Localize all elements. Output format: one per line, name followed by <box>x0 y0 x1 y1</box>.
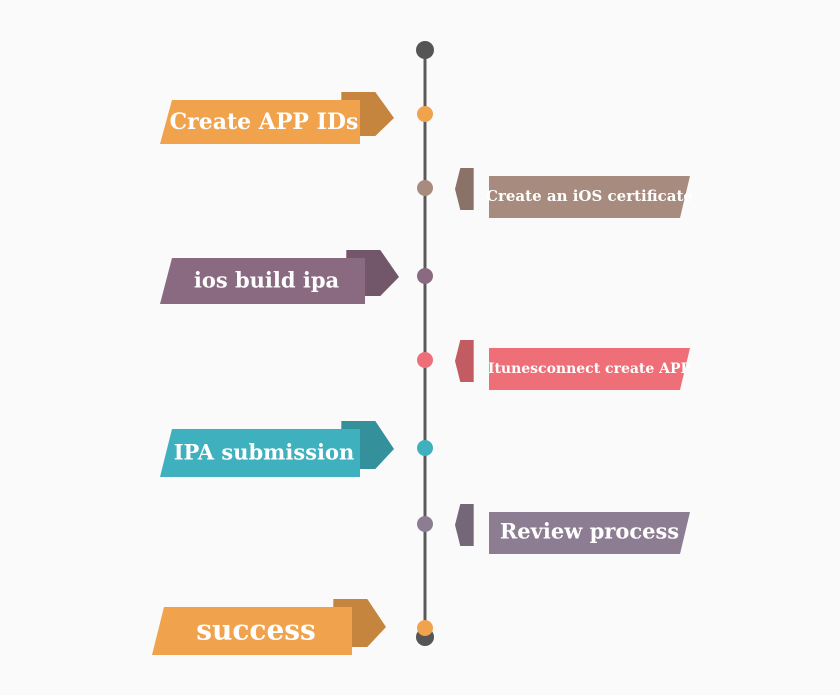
timeline-dot <box>417 440 433 456</box>
step-label: Create APP IDs <box>170 109 359 135</box>
step-6: Review process <box>417 504 690 554</box>
step-4: Itunesconnect create APP <box>417 340 692 390</box>
banner-body <box>152 607 352 655</box>
step-1: Create APP IDs <box>160 92 433 144</box>
step-label: success <box>196 614 316 647</box>
banner-body <box>160 258 365 304</box>
timeline-dot <box>417 180 433 196</box>
step-label: Create an iOS certificate <box>486 187 693 205</box>
step-label: Review process <box>500 519 679 544</box>
timeline-dot <box>417 352 433 368</box>
banner-fold <box>455 340 474 382</box>
banner-fold <box>455 504 474 546</box>
timeline-dot <box>417 516 433 532</box>
banner-body <box>489 176 690 218</box>
timeline-start-dot <box>416 41 434 59</box>
banner-body <box>489 348 690 390</box>
step-2: Create an iOS certificate <box>417 168 693 218</box>
banner-fold <box>455 168 474 210</box>
banner-body <box>489 512 690 554</box>
step-label: Itunesconnect create APP <box>488 361 692 377</box>
step-label: IPA submission <box>174 440 355 465</box>
banner-body <box>160 100 360 144</box>
timeline-dot <box>417 106 433 122</box>
step-label: ios build ipa <box>194 268 340 293</box>
step-5: IPA submission <box>160 421 433 477</box>
step-7: success <box>152 599 433 655</box>
timeline-dot <box>417 620 433 636</box>
timeline-dot <box>417 268 433 284</box>
step-3: ios build ipa <box>160 250 433 304</box>
banner-body <box>160 429 360 477</box>
